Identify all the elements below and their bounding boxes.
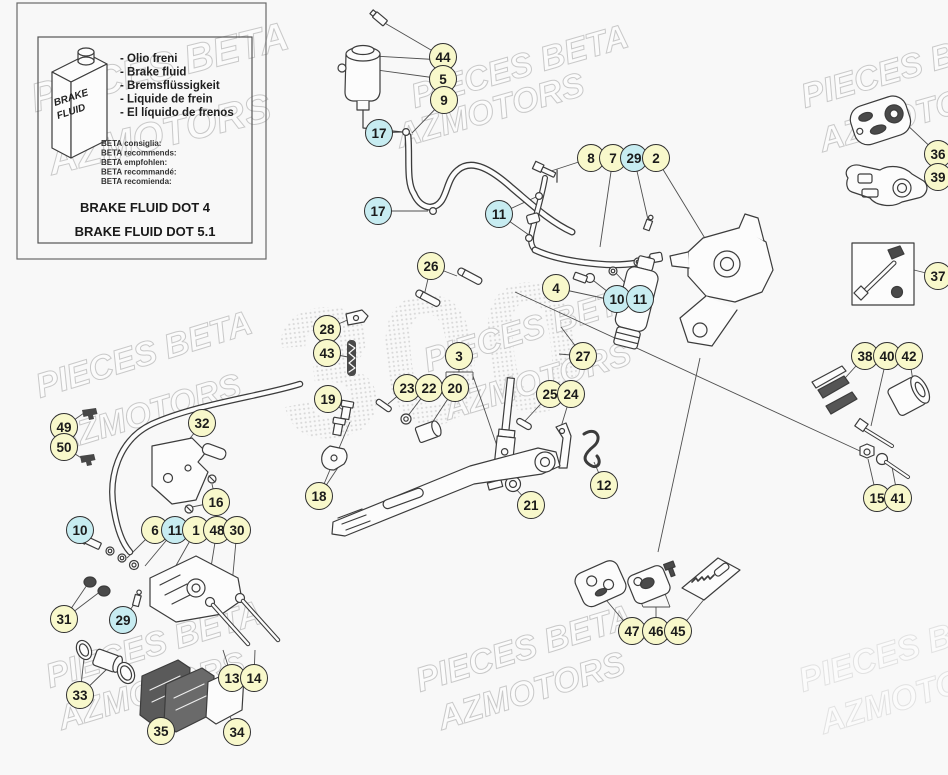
callout-12[interactable]: 12	[590, 471, 618, 499]
callout-22[interactable]: 22	[415, 374, 443, 402]
hose-clip-icon	[82, 408, 98, 420]
callout-37[interactable]: 37	[924, 262, 948, 290]
callout-32[interactable]: 32	[188, 409, 216, 437]
part-hose-bracket	[151, 437, 227, 514]
svg-text:BETA recommandé:: BETA recommandé:	[101, 168, 177, 177]
part-pedal-bracket	[345, 309, 369, 326]
callout-34[interactable]: 34	[223, 718, 251, 746]
callout-26[interactable]: 26	[417, 252, 445, 280]
part-return-spring	[582, 429, 601, 469]
part-master-cylinder-kit	[849, 95, 912, 146]
callout-10[interactable]: 10	[66, 516, 94, 544]
callout-10[interactable]: 10	[603, 285, 631, 313]
callout-29[interactable]: 29	[620, 144, 648, 172]
callout-16[interactable]: 16	[202, 488, 230, 516]
callout-33[interactable]: 33	[66, 681, 94, 709]
callout-30[interactable]: 30	[223, 516, 251, 544]
callout-50[interactable]: 50	[50, 433, 78, 461]
dot51-label: BRAKE FLUID DOT 5.1	[75, 224, 216, 239]
svg-text:- Bremsflüssigkeit: - Bremsflüssigkeit	[120, 80, 220, 92]
svg-text:BETA recomienda:: BETA recomienda:	[101, 177, 172, 186]
callout-31[interactable]: 31	[50, 605, 78, 633]
svg-text:- Liquide de frein: - Liquide de frein	[120, 94, 213, 106]
brake-fluid-info-box: BRAKE FLUID - Olio freni - Brake fluid -…	[16, 2, 267, 260]
dot4-label: BRAKE FLUID DOT 4	[80, 200, 211, 215]
part-repair-kits	[574, 557, 741, 608]
part-upper-brake-pipe	[402, 128, 576, 236]
callout-39[interactable]: 39	[924, 163, 948, 191]
callout-24[interactable]: 24	[557, 380, 585, 408]
callout-17[interactable]: 17	[364, 197, 392, 225]
part-front-caliper	[149, 555, 281, 647]
callout-2[interactable]: 2	[642, 144, 670, 172]
part-front-brake-pads	[139, 659, 245, 733]
callout-19[interactable]: 19	[314, 385, 342, 413]
part-drawings	[75, 9, 931, 733]
callout-43[interactable]: 43	[313, 339, 341, 367]
callout-42[interactable]: 42	[895, 342, 923, 370]
part-rear-pads-hardware	[811, 365, 931, 479]
callout-3[interactable]: 3	[445, 342, 473, 370]
callout-4[interactable]: 4	[542, 274, 570, 302]
callout-14[interactable]: 14	[240, 664, 268, 692]
callout-9[interactable]: 9	[430, 86, 458, 114]
part-bleed-screw-rear	[642, 214, 654, 232]
svg-text:- Brake fluid: - Brake fluid	[120, 67, 186, 79]
callout-41[interactable]: 41	[884, 484, 912, 512]
part-caliper-boots	[83, 576, 142, 608]
callout-11[interactable]: 11	[626, 285, 654, 313]
part-piston-seals	[75, 639, 136, 685]
callout-35[interactable]: 35	[147, 717, 175, 745]
callout-45[interactable]: 45	[664, 617, 692, 645]
callout-17[interactable]: 17	[365, 119, 393, 147]
part-front-brake-hose	[80, 380, 304, 556]
svg-text:BETA empfohlen:: BETA empfohlen:	[101, 158, 167, 167]
part-banjo-bolt-rear	[531, 160, 558, 183]
brake-fluid-bottle	[51, 47, 108, 159]
part-pin-kit-box	[851, 242, 915, 306]
callout-18[interactable]: 18	[305, 482, 333, 510]
svg-text:- El líquido de frenos: - El líquido de frenos	[120, 107, 234, 119]
part-rear-caliper	[669, 213, 774, 347]
part-brake-pedal	[321, 398, 561, 537]
part-pedal-spring	[347, 340, 356, 376]
callout-46[interactable]: 46	[642, 617, 670, 645]
callout-20[interactable]: 20	[441, 374, 469, 402]
recommendation-list: BETA consiglia: BETA recommends: BETA em…	[101, 139, 177, 186]
fluid-name-list: - Olio freni - Brake fluid - Bremsflüssi…	[120, 53, 234, 119]
svg-text:- Olio freni: - Olio freni	[120, 53, 178, 65]
callout-21[interactable]: 21	[517, 491, 545, 519]
callout-29[interactable]: 29	[109, 606, 137, 634]
svg-text:BETA recommends:: BETA recommends:	[101, 149, 177, 158]
svg-text:BETA consiglia:: BETA consiglia:	[101, 139, 161, 148]
callout-27[interactable]: 27	[569, 342, 597, 370]
part-fluid-reservoir	[337, 44, 403, 133]
part-caliper-pins	[415, 267, 483, 307]
hose-clip-icon	[80, 454, 96, 466]
callout-11[interactable]: 11	[485, 200, 513, 228]
part-lever-holder	[845, 164, 928, 207]
part-screw-top	[369, 9, 388, 27]
